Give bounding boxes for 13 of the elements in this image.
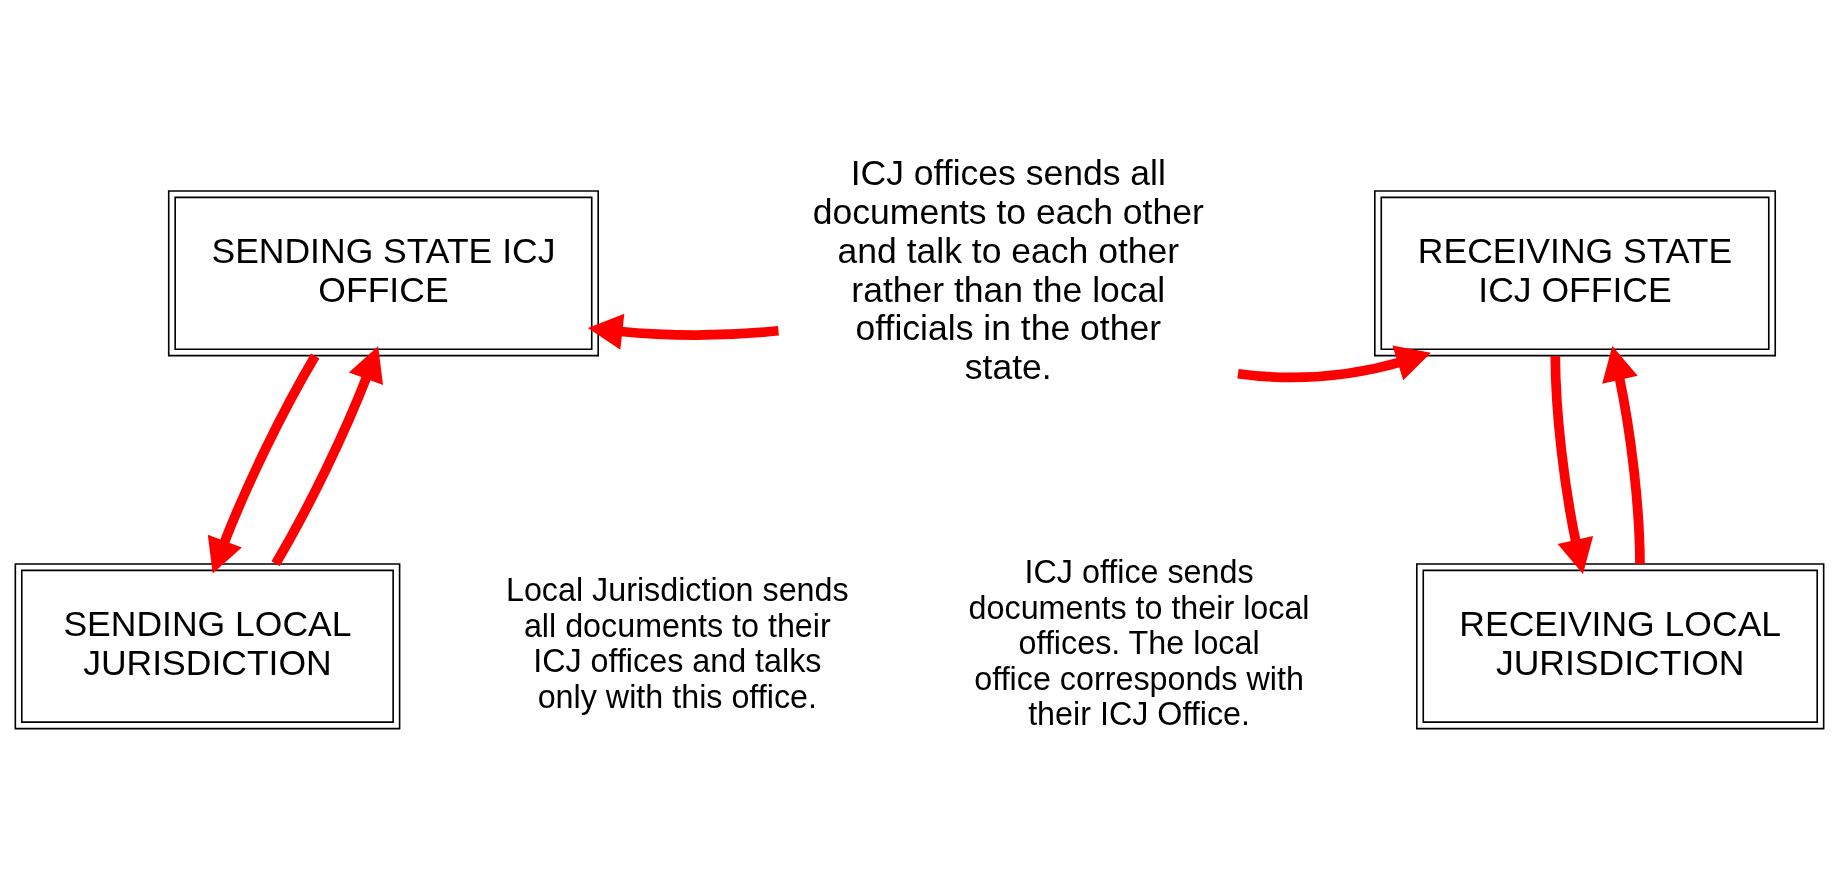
label: ICJ office sends documents to their local offices. The local office corresponds with their ICJ Office. bbox=[968, 553, 1310, 732]
arrow bbox=[271, 345, 384, 566]
node-box: RECEIVING STATE ICJ OFFICE bbox=[1374, 189, 1777, 356]
node-box: SENDING STATE ICJ OFFICE bbox=[167, 189, 599, 356]
node-box: RECEIVING LOCAL JURISDICTION bbox=[1416, 562, 1825, 729]
arrow bbox=[1602, 345, 1645, 564]
arrow bbox=[587, 313, 779, 350]
label: Local Jurisdiction sends all documents to their ICJ offices and talks only with this office. bbox=[505, 571, 849, 715]
node-text: ICJ offices sends all documents to each other and talk to each other rather than the local officials in the other state. bbox=[812, 152, 1204, 387]
arrow bbox=[1550, 355, 1594, 574]
arrow bbox=[1237, 345, 1431, 382]
arrow bbox=[207, 353, 320, 573]
node-box: SENDING LOCAL JURISDICTION bbox=[14, 562, 401, 729]
